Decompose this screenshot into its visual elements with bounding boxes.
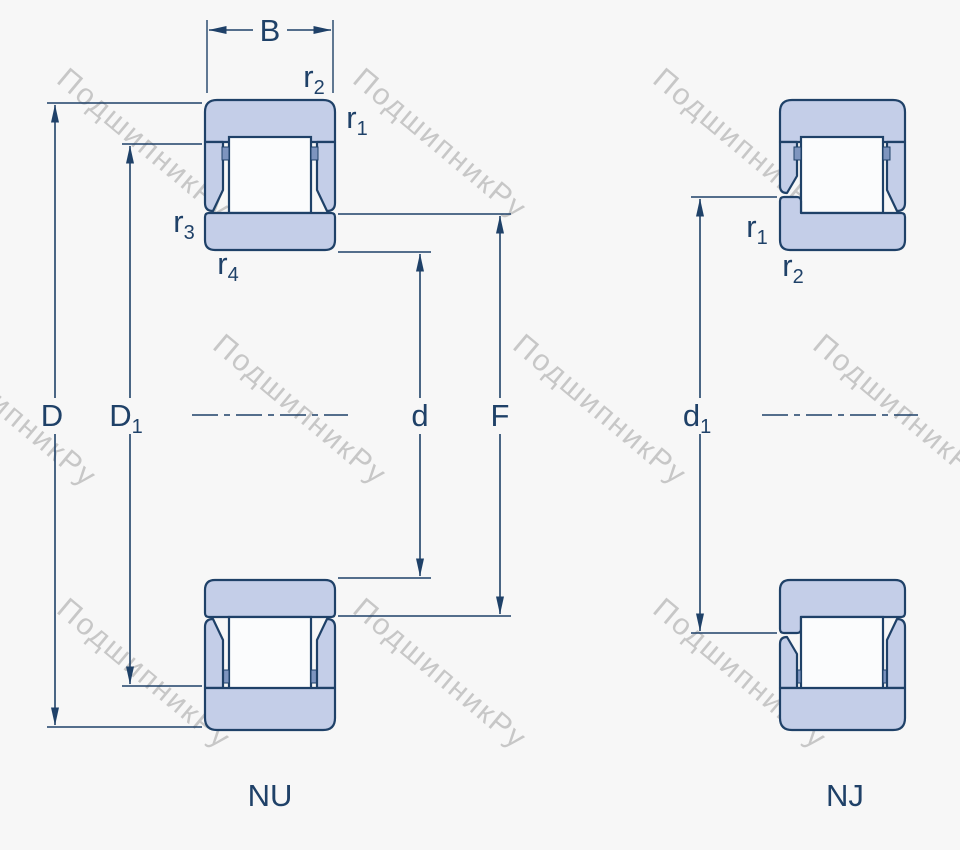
nj-inner-ring-bottom [778, 578, 907, 635]
nj-cage-top-left [793, 146, 802, 161]
nu-outer-flange-bottom-right [315, 617, 337, 690]
nu-outer-flange-bottom-left [203, 617, 225, 690]
nj-outer-ring-top [778, 98, 907, 144]
nu-diagram: B r2 r1 r3 r4 D D1 d F NU [41, 13, 511, 813]
nu-roller-top [227, 135, 313, 215]
nu-outer-ring-bottom [203, 686, 337, 732]
dim-label-r1: r1 [346, 100, 367, 140]
dim-label-r2: r2 [303, 59, 324, 99]
nu-outer-flange-top-left [203, 140, 225, 213]
nu-cage-top-right [310, 146, 319, 161]
nu-roller-bottom [227, 615, 313, 695]
nj-diagram: r1 r2 d1 NJ [683, 98, 918, 813]
nu-caption: NU [248, 778, 293, 813]
dim-label-bore-diameter: d [411, 398, 428, 433]
nj-roller-bottom [799, 615, 885, 695]
dim-label-nj-d1-flange: d1 [683, 398, 711, 438]
nj-outer-flange-top-right [885, 140, 907, 213]
nj-outer-flange-top-left [778, 140, 799, 195]
nu-outer-ring-top [203, 98, 337, 144]
dim-label-d1-outer-raceway: D1 [109, 398, 143, 438]
dim-label-nj-r1: r1 [746, 209, 767, 249]
nj-outer-flange-bottom-right [885, 617, 907, 690]
dim-label-f-raceway: F [491, 398, 510, 433]
dim-label-r4: r4 [217, 246, 238, 286]
nj-inner-ring-top [778, 195, 907, 252]
dim-label-r3: r3 [173, 204, 194, 244]
nu-cage-top-left [221, 146, 230, 161]
nu-inner-ring-bottom [203, 578, 337, 619]
dim-label-nj-r2: r2 [782, 248, 803, 288]
nu-outer-flange-top-right [315, 140, 337, 213]
dim-label-outer-diameter: D [41, 398, 63, 433]
nj-roller-top [799, 135, 885, 215]
nj-cage-top-right [882, 146, 891, 161]
nj-outer-flange-bottom-left [778, 635, 799, 690]
nu-inner-ring-top [203, 211, 337, 252]
nj-caption: NJ [826, 778, 864, 813]
nj-outer-ring-bottom [778, 686, 907, 732]
dim-label-b: B [260, 13, 281, 48]
